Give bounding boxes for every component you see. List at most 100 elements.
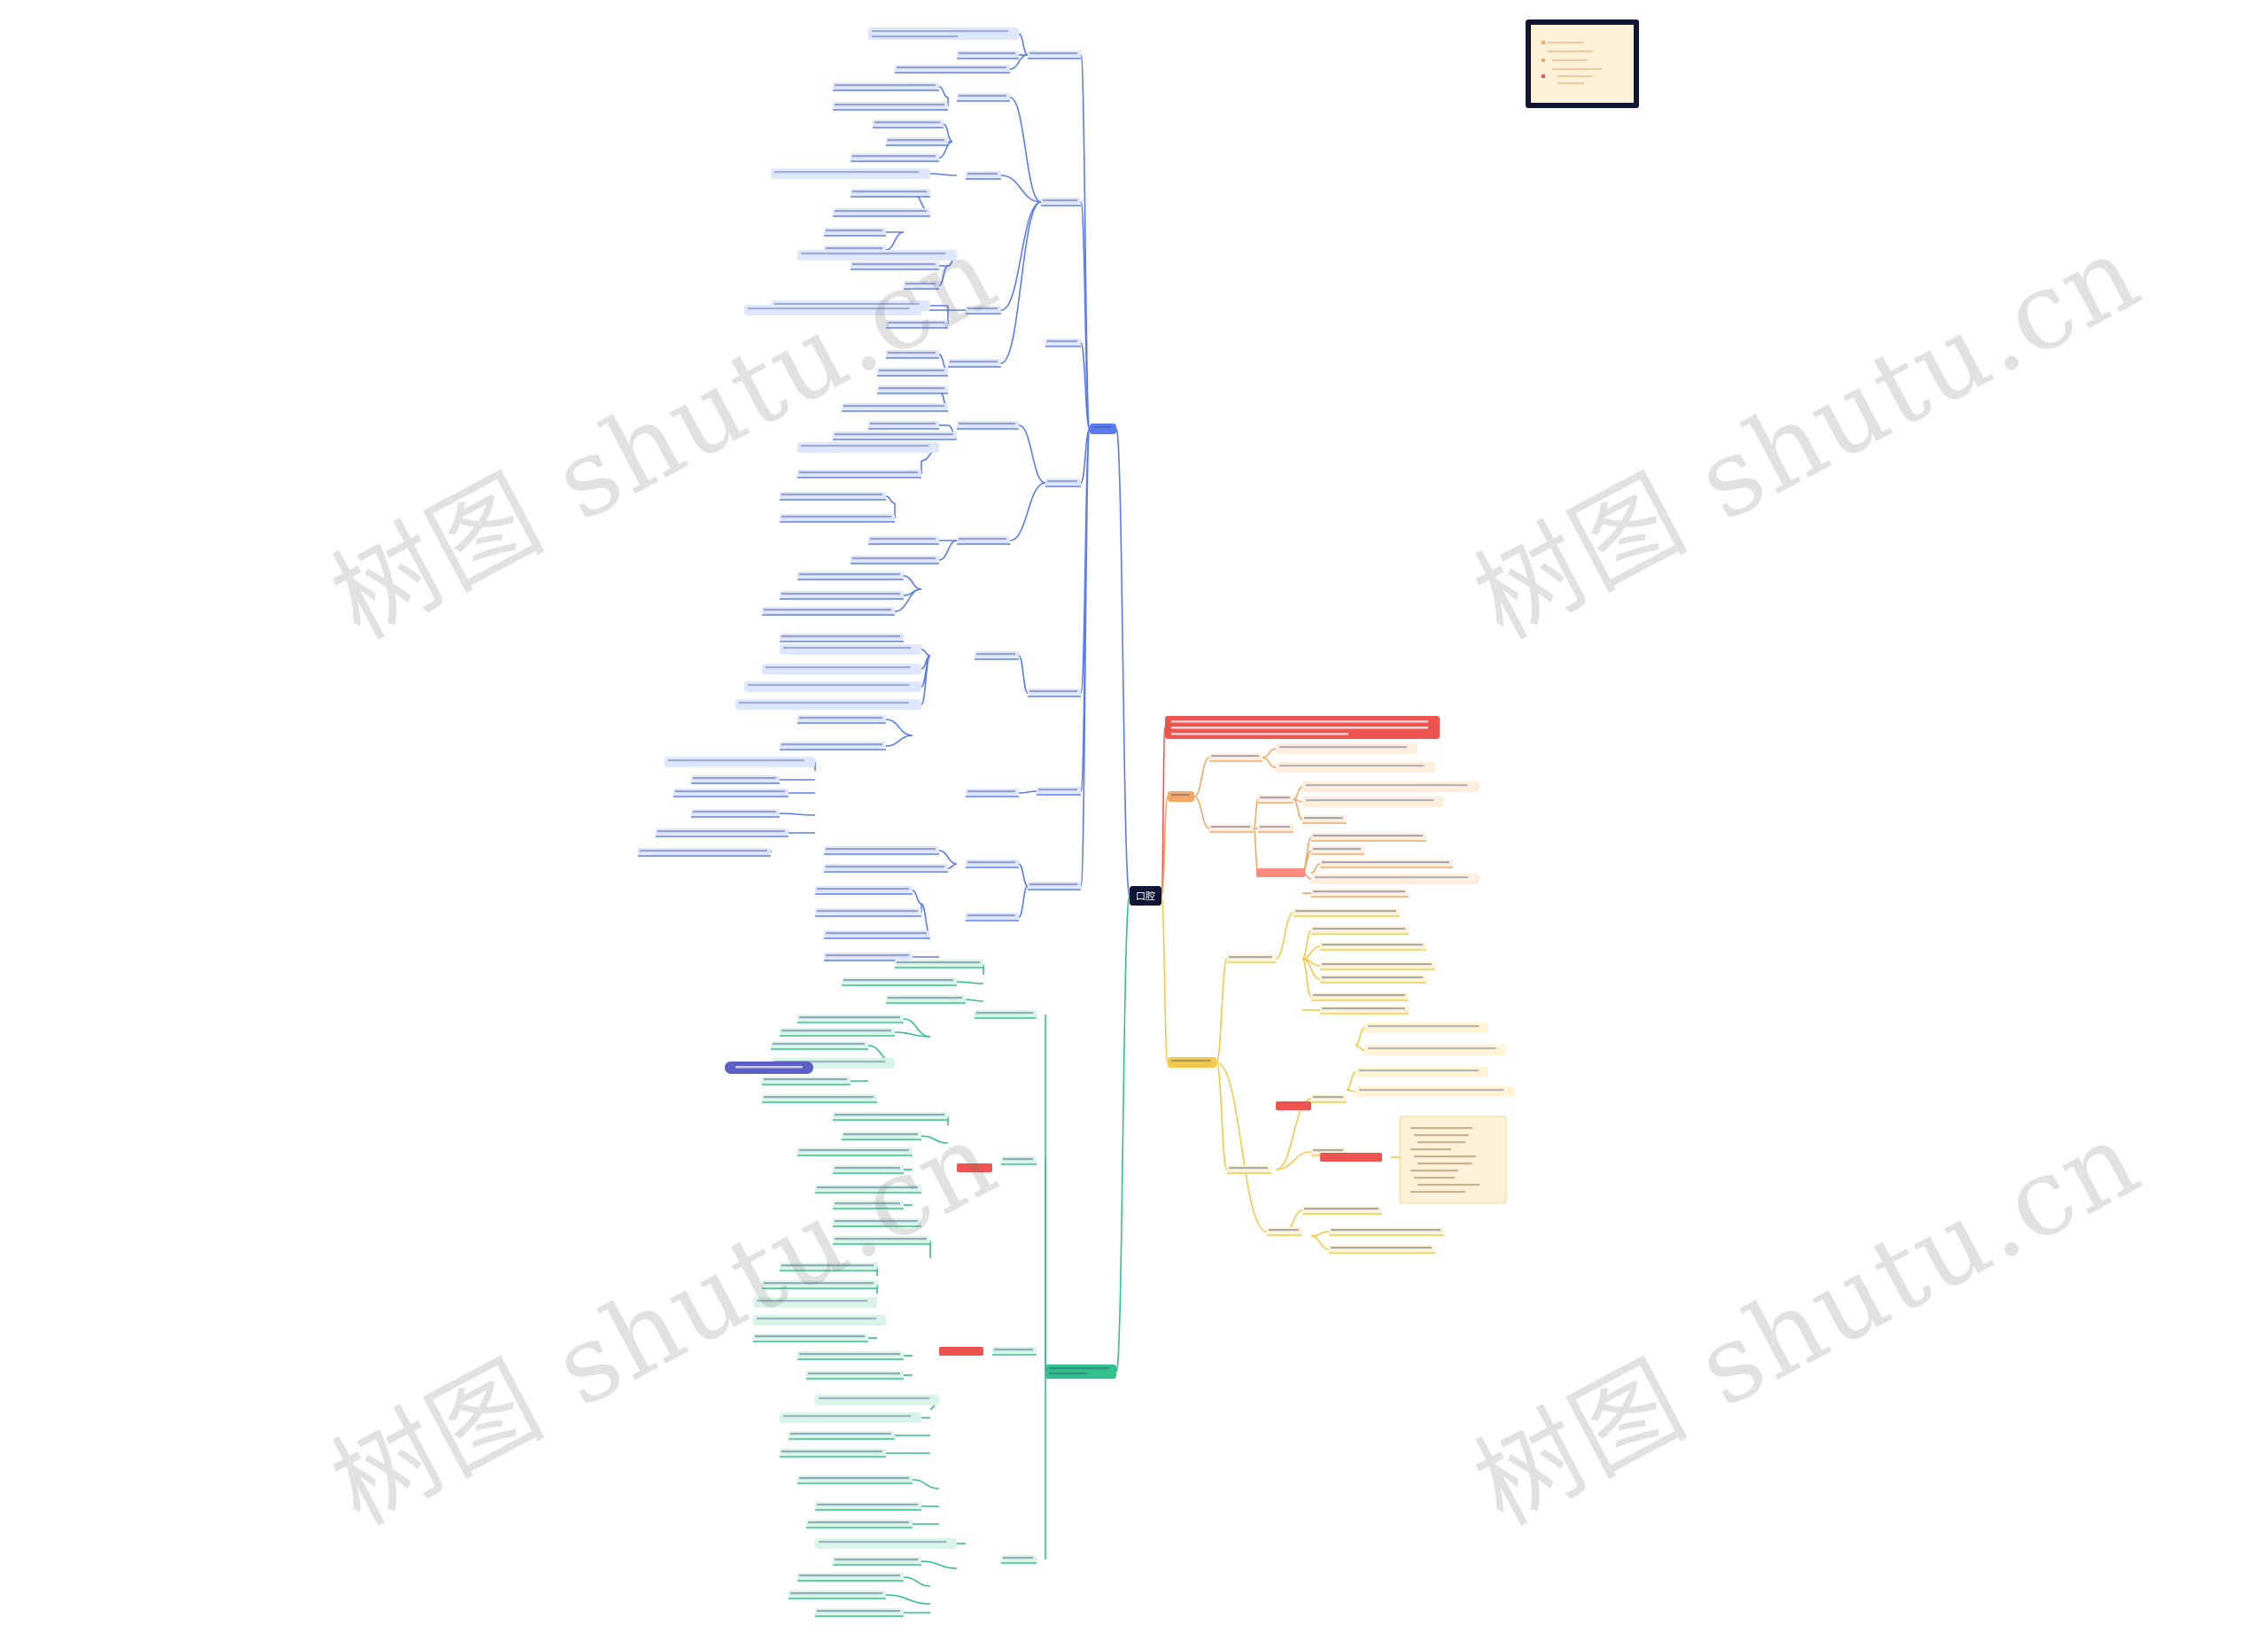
leaf-node[interactable]	[762, 1094, 877, 1103]
leaf-node[interactable]	[833, 102, 948, 111]
leaf-node[interactable]	[877, 385, 948, 394]
leaf-node[interactable]	[842, 403, 948, 412]
leaf-node[interactable]	[895, 960, 983, 968]
leaf-node[interactable]	[815, 1608, 904, 1617]
leaf-node[interactable]	[850, 189, 930, 198]
topic-node[interactable]	[762, 664, 921, 674]
leaf-node[interactable]	[824, 228, 886, 237]
topic-node[interactable]	[753, 1297, 877, 1308]
topic-node[interactable]	[1355, 1086, 1515, 1097]
leaf-node[interactable]	[1041, 198, 1081, 206]
leaf-node[interactable]	[824, 864, 948, 873]
leaf-node[interactable]	[850, 153, 939, 162]
leaf-node[interactable]	[842, 1131, 921, 1140]
leaf-node[interactable]	[788, 1590, 886, 1599]
branch-node-orange[interactable]	[1168, 791, 1194, 802]
leaf-node[interactable]	[780, 1263, 877, 1271]
leaf-node[interactable]	[1267, 1227, 1302, 1236]
leaf-node[interactable]	[806, 1371, 904, 1380]
leaf-node[interactable]	[966, 789, 1019, 797]
leaf-node[interactable]	[691, 775, 780, 784]
leaf-node[interactable]	[833, 1112, 948, 1121]
leaf-node[interactable]	[815, 1502, 921, 1511]
leaf-node[interactable]	[788, 1431, 895, 1440]
leaf-node[interactable]	[1001, 1555, 1037, 1564]
leaf-node[interactable]	[868, 421, 939, 430]
leaf-node[interactable]	[957, 536, 1010, 545]
leaf-node[interactable]	[877, 368, 948, 377]
topic-node[interactable]	[868, 27, 1019, 40]
leaf-node[interactable]	[833, 82, 939, 91]
topic-node[interactable]	[815, 1538, 957, 1549]
note-card[interactable]	[1399, 1116, 1507, 1204]
root-node[interactable]: 口腔	[1130, 886, 1161, 906]
leaf-node[interactable]	[833, 1201, 904, 1209]
topic-node[interactable]	[797, 442, 939, 453]
leaf-node[interactable]	[886, 320, 948, 329]
leaf-node[interactable]	[797, 1573, 904, 1582]
leaf-node[interactable]	[1302, 1206, 1382, 1215]
leaf-node[interactable]	[966, 306, 1001, 315]
red-subtopic-node[interactable]	[939, 1347, 983, 1356]
branch-node-blue[interactable]	[1090, 424, 1116, 434]
leaf-node[interactable]	[966, 171, 1001, 180]
leaf-node[interactable]	[797, 1147, 913, 1156]
leaf-node[interactable]	[1028, 882, 1081, 890]
topic-node[interactable]	[771, 168, 930, 179]
leaf-node[interactable]	[957, 421, 1019, 430]
leaf-node[interactable]	[780, 634, 904, 642]
leaf-node[interactable]	[895, 65, 1010, 74]
leaf-node[interactable]	[1209, 824, 1254, 833]
leaf-node[interactable]	[762, 1077, 850, 1085]
leaf-node[interactable]	[1311, 1094, 1347, 1103]
leaf-node[interactable]	[833, 208, 930, 217]
leaf-node[interactable]	[1028, 51, 1081, 59]
branch-node-green[interactable]	[1045, 1365, 1116, 1379]
leaf-node[interactable]	[1320, 961, 1435, 970]
red-subtopic-node[interactable]	[1276, 1101, 1311, 1110]
branch-node-yellow[interactable]	[1168, 1057, 1216, 1068]
red-subtopic-node[interactable]	[957, 1163, 992, 1172]
leaf-node[interactable]	[1227, 1165, 1271, 1174]
topic-node[interactable]	[1311, 874, 1480, 884]
leaf-node[interactable]	[656, 828, 788, 837]
topic-node[interactable]	[664, 757, 815, 767]
leaf-node[interactable]	[1028, 688, 1081, 697]
topic-node[interactable]	[744, 305, 921, 315]
leaf-node[interactable]	[815, 1185, 921, 1194]
leaf-node[interactable]	[1311, 889, 1409, 898]
leaf-node[interactable]	[957, 93, 1010, 102]
leaf-node[interactable]	[1311, 992, 1409, 1001]
leaf-node[interactable]	[1311, 833, 1426, 842]
red-subtopic-node[interactable]	[1256, 868, 1305, 877]
leaf-node[interactable]	[850, 556, 939, 564]
leaf-node[interactable]	[833, 1165, 904, 1174]
leaf-node[interactable]	[1320, 975, 1426, 984]
leaf-node[interactable]	[833, 1236, 930, 1245]
leaf-node[interactable]	[868, 536, 939, 545]
leaf-node[interactable]	[992, 1347, 1037, 1356]
leaf-node[interactable]	[975, 1010, 1037, 1019]
leaf-node[interactable]	[886, 137, 948, 146]
leaf-node[interactable]	[833, 1557, 921, 1566]
leaf-node[interactable]	[797, 715, 886, 724]
leaf-node[interactable]	[833, 1218, 921, 1227]
topic-node[interactable]	[1364, 1023, 1488, 1033]
topic-node[interactable]	[1364, 1045, 1506, 1055]
leaf-node[interactable]	[1258, 795, 1293, 804]
leaf-node[interactable]	[797, 1015, 904, 1023]
topic-node[interactable]	[1302, 782, 1480, 792]
leaf-node[interactable]	[1209, 753, 1262, 762]
leaf-node[interactable]	[1329, 1227, 1444, 1236]
topic-node[interactable]	[753, 1315, 886, 1326]
leaf-node[interactable]	[966, 859, 1019, 868]
leaf-node[interactable]	[673, 789, 788, 797]
leaf-node[interactable]	[975, 651, 1019, 660]
topic-node[interactable]	[1276, 743, 1418, 754]
leaf-node[interactable]	[824, 930, 930, 939]
leaf-node[interactable]	[815, 886, 913, 895]
leaf-node[interactable]	[886, 350, 939, 359]
leaf-node[interactable]	[691, 809, 780, 818]
leaf-node[interactable]	[1311, 926, 1409, 935]
